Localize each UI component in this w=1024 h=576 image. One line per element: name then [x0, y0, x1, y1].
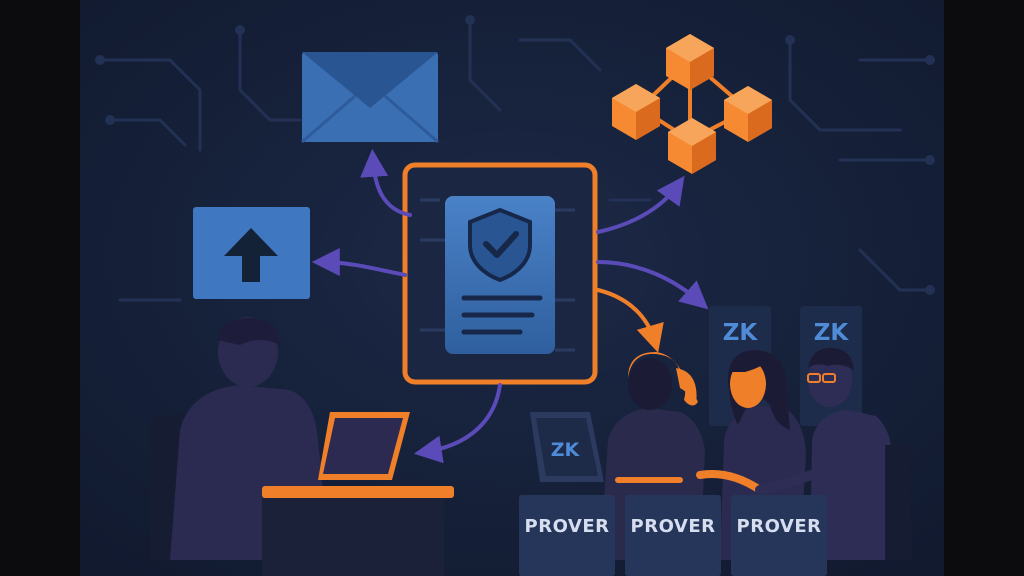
- central-document-frame: [402, 162, 598, 385]
- laptop: [262, 412, 454, 498]
- chair: [885, 445, 912, 560]
- flow-arrows: [311, 148, 709, 464]
- prover-label: PROVER: [737, 516, 822, 537]
- zk-badge-label: ZK: [814, 320, 850, 346]
- circuit-traces: [98, 18, 932, 302]
- zk-badge-label: ZK: [723, 320, 759, 346]
- person-with-glasses: [755, 347, 912, 560]
- desk: [262, 498, 444, 576]
- prover-box: PROVER: [731, 495, 827, 576]
- shield-check-icon: [468, 207, 532, 283]
- upload-arrow-icon: [193, 207, 310, 299]
- laptop-zk-label: ZK: [551, 439, 581, 461]
- blockchain-cubes-icon: [612, 34, 772, 174]
- prover-box: PROVER: [519, 495, 615, 576]
- zk-laptop: ZK: [530, 412, 683, 483]
- prover-box: PROVER: [625, 495, 721, 576]
- prover-label: PROVER: [631, 516, 716, 537]
- glasses-icon: [807, 373, 836, 383]
- person-left-with-laptop: [146, 317, 454, 576]
- envelope-icon: [301, 52, 439, 144]
- document-text-lines: [461, 295, 543, 335]
- prover-label: PROVER: [525, 516, 610, 537]
- circuit-nodes: [95, 15, 935, 295]
